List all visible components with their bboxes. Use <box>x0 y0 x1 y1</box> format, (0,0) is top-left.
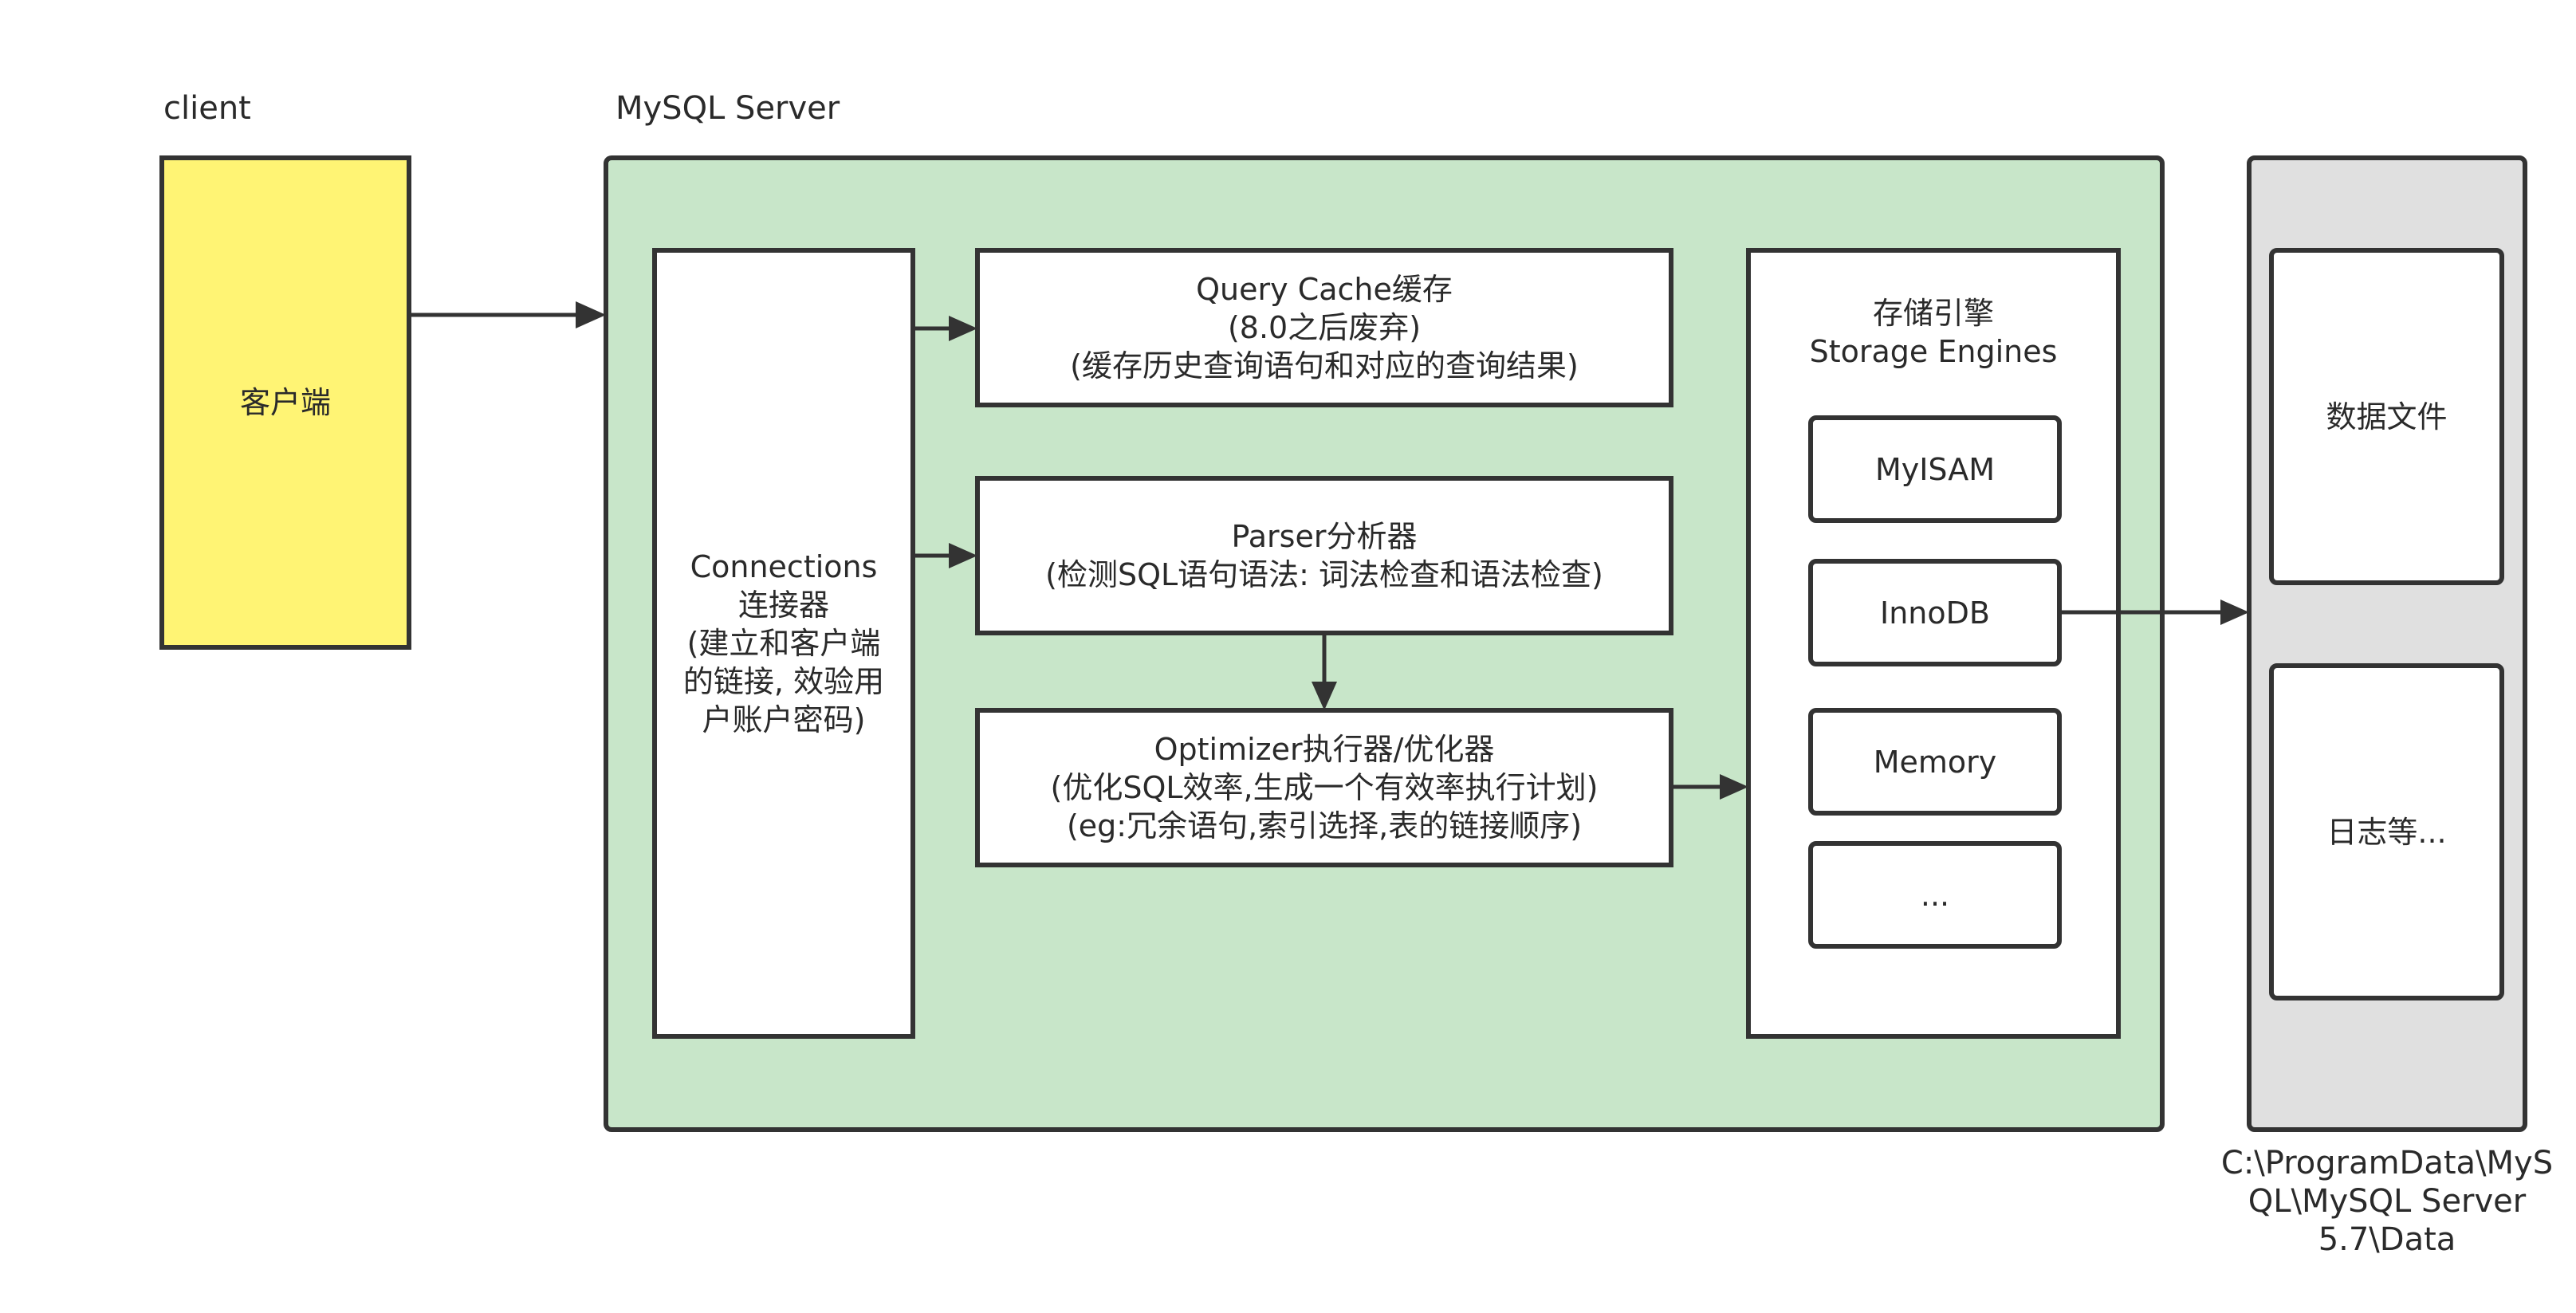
engine-myisam: MyISAM <box>1808 415 2062 523</box>
data-path-line: C:\ProgramData\MyS <box>2220 1145 2554 1181</box>
client-label: client <box>163 90 251 127</box>
server-label: MySQL Server <box>615 90 840 127</box>
query-cache-box: Query Cache缓存 (8.0之后废弃) (缓存历史查询语句和对应的查询结… <box>975 248 1673 407</box>
connections-line: Connections <box>690 549 878 584</box>
parser-line: (检测SQL语句语法: 词法检查和语法检查) <box>1045 557 1603 592</box>
query-cache-line: (8.0之后废弃) <box>1227 310 1422 345</box>
arrow-head <box>1312 682 1337 710</box>
data-files-label: 数据文件 <box>2326 399 2448 434</box>
client-box: 客户端 <box>159 155 411 650</box>
data-path-line: QL\MySQL Server <box>2248 1183 2527 1220</box>
engine-innodb: InnoDB <box>1808 559 2062 666</box>
data-files-box: 数据文件 <box>2269 248 2504 585</box>
engine-label: ... <box>1920 877 1950 913</box>
arrow-head <box>2220 599 2249 625</box>
engine-label: Memory <box>1873 744 1997 780</box>
arrow-head <box>1720 774 1748 800</box>
client-box-text: 客户端 <box>239 385 331 420</box>
data-path-line: 5.7\Data <box>2318 1221 2456 1258</box>
arrow-head <box>949 543 977 568</box>
parser-line: Parser分析器 <box>1231 519 1418 554</box>
optimizer-box: Optimizer执行器/优化器 (优化SQL效率,生成一个有效率执行计划) (… <box>975 708 1673 867</box>
logs-label: 日志等... <box>2326 814 2447 850</box>
arrow-head <box>949 316 977 341</box>
optimizer-line: (优化SQL效率,生成一个有效率执行计划) <box>1050 770 1599 805</box>
data-path-caption: C:\ProgramData\MyS QL\MySQL Server 5.7\D… <box>2220 1144 2554 1259</box>
engine-memory: Memory <box>1808 708 2062 816</box>
logs-box: 日志等... <box>2269 663 2504 1000</box>
connections-line: 户账户密码) <box>702 702 866 737</box>
parser-box: Parser分析器 (检测SQL语句语法: 词法检查和语法检查) <box>975 476 1673 635</box>
connections-line: 连接器 <box>737 588 829 623</box>
query-cache-line: Query Cache缓存 <box>1196 272 1453 307</box>
storage-engines-title: 存储引擎 <box>1872 296 1994 331</box>
engine-other: ... <box>1808 841 2062 949</box>
storage-engines-title: Storage Engines <box>1809 334 2058 369</box>
optimizer-line: (eg:冗余语句,索引选择,表的链接顺序) <box>1066 808 1583 843</box>
engine-label: InnoDB <box>1880 595 1990 631</box>
connections-line: 的链接, 效验用 <box>682 664 885 699</box>
optimizer-line: Optimizer执行器/优化器 <box>1154 732 1495 767</box>
connections-box: Connections 连接器 (建立和客户端 的链接, 效验用 户账户密码) <box>652 248 915 1039</box>
engine-label: MyISAM <box>1874 451 1996 487</box>
arrow-head <box>576 301 606 328</box>
connections-line: (建立和客户端 <box>686 626 881 661</box>
query-cache-line: (缓存历史查询语句和对应的查询结果) <box>1070 348 1579 383</box>
